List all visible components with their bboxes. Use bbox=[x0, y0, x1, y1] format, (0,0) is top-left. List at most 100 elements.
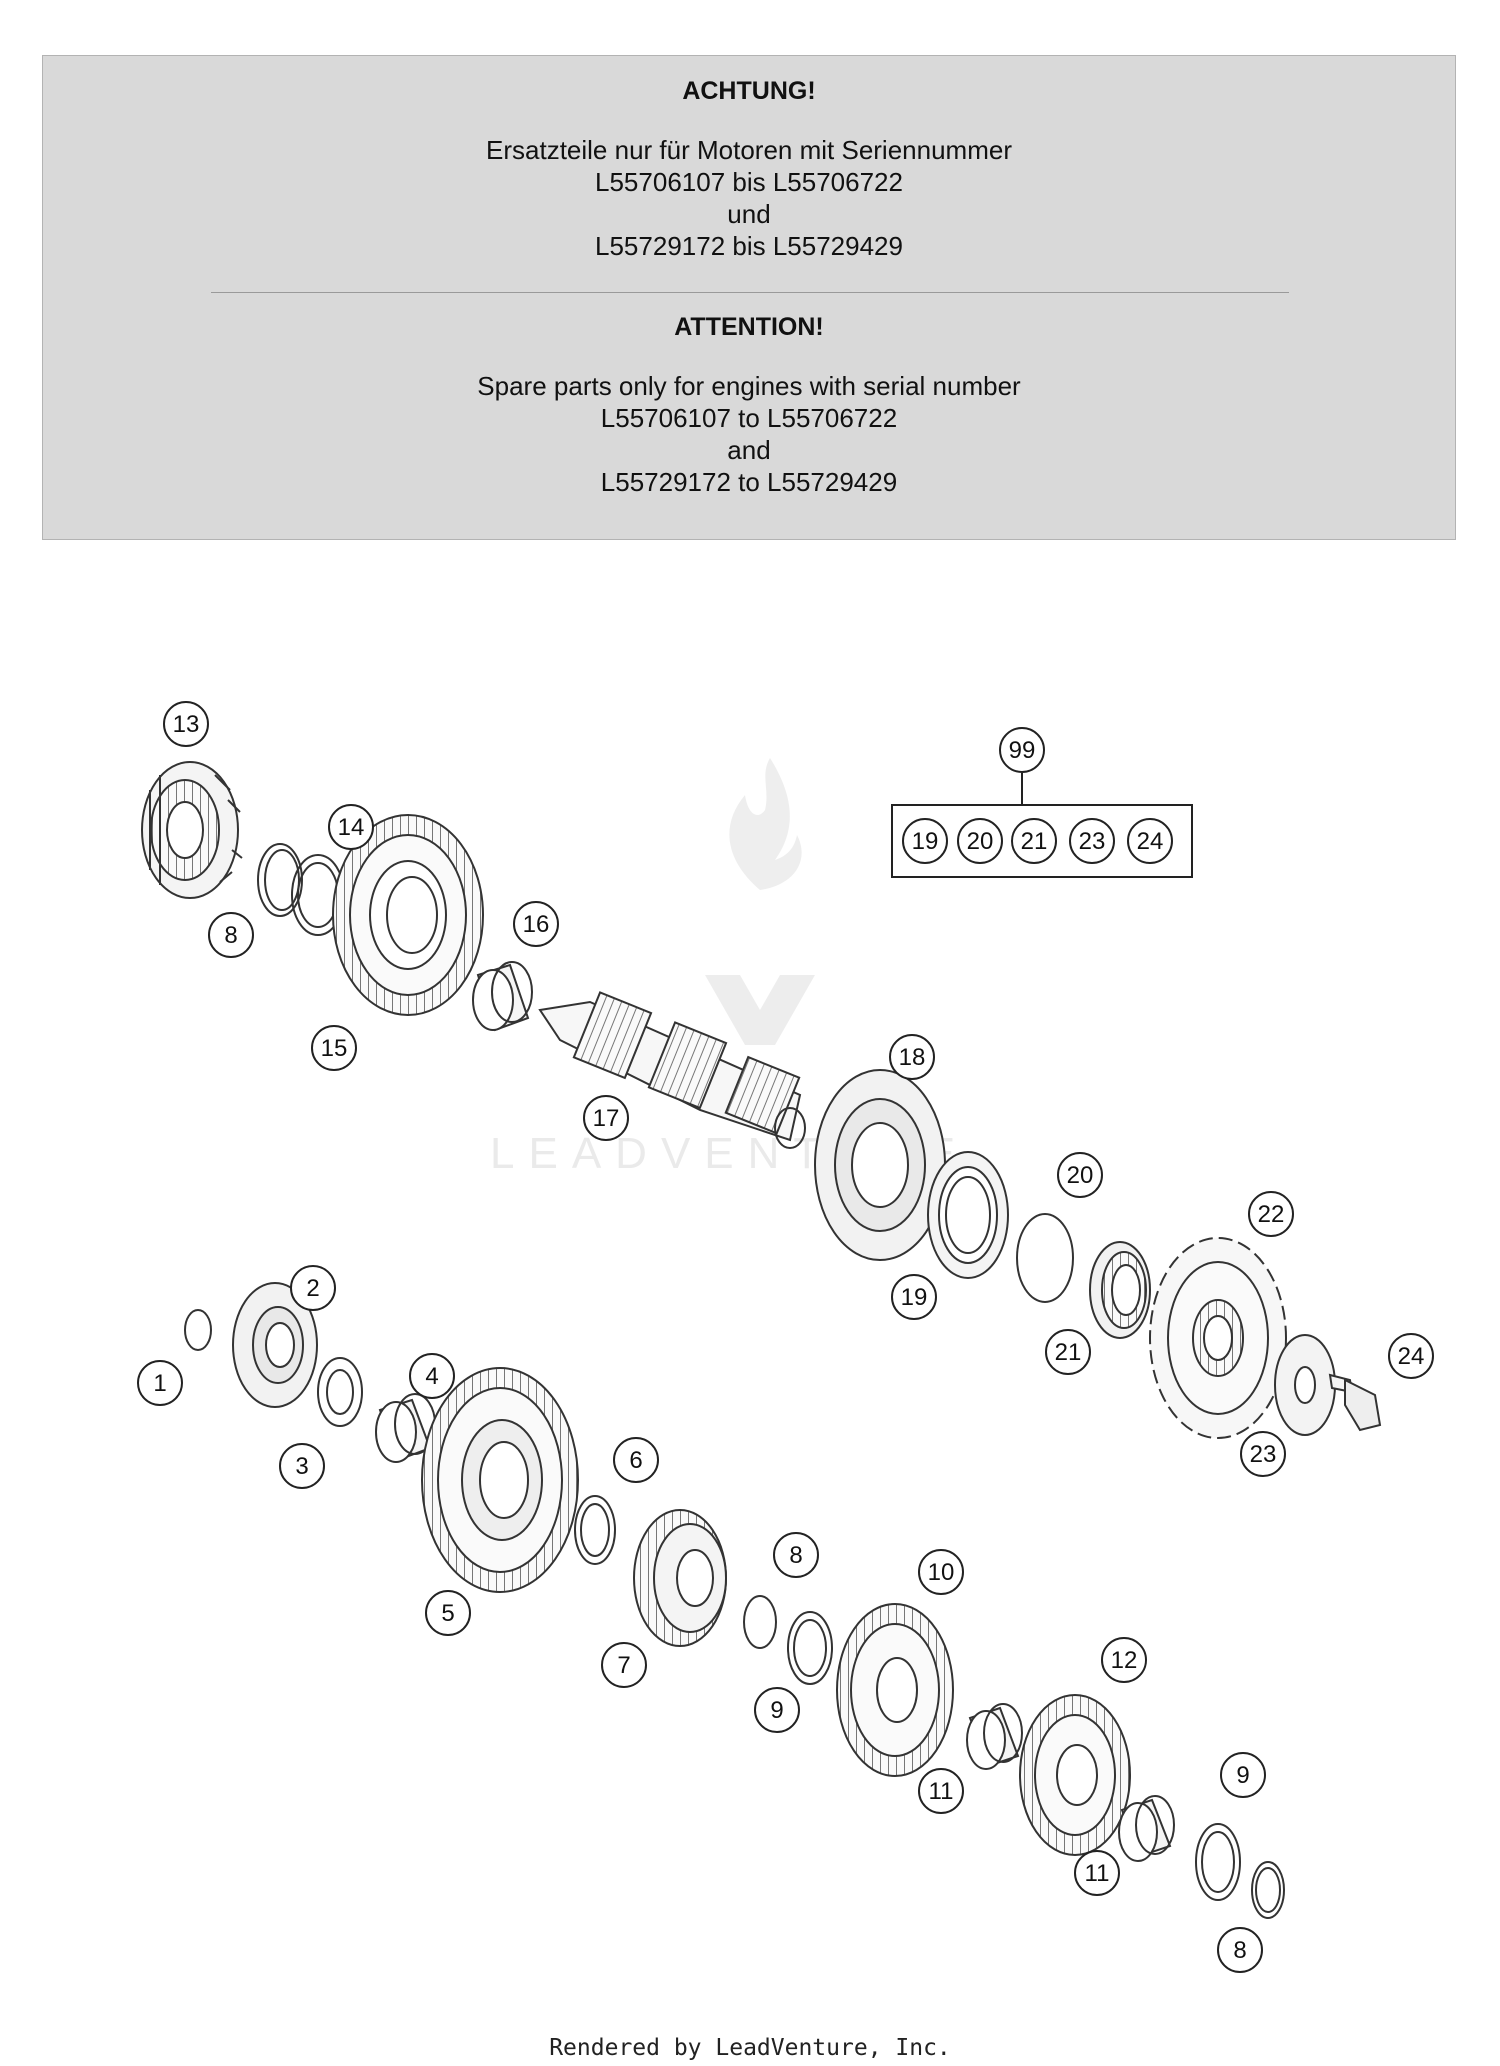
callout-6[interactable]: 6 bbox=[613, 1437, 659, 1483]
svg-text:8: 8 bbox=[1233, 1937, 1246, 1964]
svg-text:24: 24 bbox=[1398, 1343, 1425, 1370]
callout-16[interactable]: 16 bbox=[513, 901, 559, 947]
kit-item-19[interactable]: 19 bbox=[902, 818, 948, 864]
notice-line-de-2: L55706107 bis L55706722 bbox=[595, 167, 903, 197]
part-24-bolt bbox=[1328, 1373, 1382, 1432]
callout-9[interactable]: 9 bbox=[1220, 1752, 1266, 1798]
callout-22[interactable]: 22 bbox=[1248, 1191, 1294, 1237]
callout-17[interactable]: 17 bbox=[583, 1095, 629, 1141]
callout-8[interactable]: 8 bbox=[1217, 1927, 1263, 1973]
part-2-bearing bbox=[232, 1282, 318, 1408]
part-1-circlip bbox=[184, 1309, 212, 1351]
callout-18[interactable]: 18 bbox=[889, 1034, 935, 1080]
callout-1[interactable]: 1 bbox=[137, 1360, 183, 1406]
part-18-bearing bbox=[814, 1069, 946, 1261]
notice-divider bbox=[211, 292, 1289, 293]
svg-text:3: 3 bbox=[295, 1453, 308, 1480]
callout-11[interactable]: 11 bbox=[1074, 1850, 1120, 1896]
kit-item-20[interactable]: 20 bbox=[957, 818, 1003, 864]
svg-text:9: 9 bbox=[770, 1697, 783, 1724]
callout-8[interactable]: 8 bbox=[208, 912, 254, 958]
kit-item-21[interactable]: 21 bbox=[1011, 818, 1057, 864]
svg-text:23: 23 bbox=[1250, 1441, 1277, 1468]
svg-text:8: 8 bbox=[789, 1542, 802, 1569]
part-10-gear bbox=[836, 1603, 954, 1777]
callout-12[interactable]: 12 bbox=[1101, 1637, 1147, 1683]
part-17-shaft bbox=[538, 991, 806, 1149]
part-20-o-ring bbox=[1016, 1213, 1074, 1303]
svg-text:17: 17 bbox=[593, 1105, 620, 1132]
footer-credit: Rendered by LeadVenture, Inc. bbox=[549, 2035, 951, 2061]
part-3-washer bbox=[317, 1357, 363, 1427]
kit-item-24[interactable]: 24 bbox=[1127, 818, 1173, 864]
notice-title-en: ATTENTION! bbox=[674, 313, 824, 341]
svg-text:16: 16 bbox=[523, 911, 550, 938]
part-22-sprocket bbox=[1149, 1237, 1287, 1439]
callout-13[interactable]: 13 bbox=[163, 701, 209, 747]
part-9-washer bbox=[787, 1611, 833, 1685]
part-8-circlip-c bbox=[1251, 1861, 1285, 1919]
svg-text:19: 19 bbox=[901, 1284, 928, 1311]
part-11-bushing bbox=[966, 1703, 1023, 1770]
part-15-gear bbox=[332, 814, 484, 1016]
part-6-washer bbox=[574, 1495, 616, 1565]
callout-15[interactable]: 15 bbox=[311, 1025, 357, 1071]
svg-text:8: 8 bbox=[224, 922, 237, 949]
callout-7[interactable]: 7 bbox=[601, 1642, 647, 1688]
attention-notice-box: ACHTUNG! Ersatzteile nur für Motoren mit… bbox=[42, 55, 1456, 540]
callout-10[interactable]: 10 bbox=[918, 1549, 964, 1595]
notice-line-en-2: L55706107 to L55706722 bbox=[600, 403, 898, 433]
notice-line-de-1: Ersatzteile nur für Motoren mit Seriennu… bbox=[486, 135, 1012, 165]
part-11-bushing-b bbox=[1118, 1795, 1175, 1862]
callout-9[interactable]: 9 bbox=[754, 1687, 800, 1733]
part-7-gear bbox=[633, 1509, 727, 1647]
part-19-seal bbox=[927, 1151, 1009, 1279]
part-5-gear bbox=[421, 1367, 579, 1593]
svg-text:6: 6 bbox=[629, 1447, 642, 1474]
callout-99[interactable]: 99 bbox=[999, 727, 1045, 773]
notice-line-de-4: L55729172 bis L55729429 bbox=[595, 231, 903, 261]
callout-5[interactable]: 5 bbox=[425, 1590, 471, 1636]
part-12-gear bbox=[1019, 1694, 1131, 1856]
callout-21[interactable]: 21 bbox=[1045, 1329, 1091, 1375]
svg-text:12: 12 bbox=[1111, 1647, 1138, 1674]
callout-19[interactable]: 19 bbox=[891, 1274, 937, 1320]
part-8-circlip-b bbox=[743, 1595, 777, 1649]
callout-8[interactable]: 8 bbox=[773, 1532, 819, 1578]
callout-4[interactable]: 4 bbox=[409, 1353, 455, 1399]
svg-text:2: 2 bbox=[306, 1275, 319, 1302]
callout-20[interactable]: 20 bbox=[1057, 1152, 1103, 1198]
svg-text:11: 11 bbox=[1085, 1860, 1110, 1887]
part-13-gear bbox=[141, 761, 243, 899]
svg-text:18: 18 bbox=[899, 1044, 926, 1071]
svg-text:20: 20 bbox=[967, 828, 994, 855]
notice-title-de: ACHTUNG! bbox=[682, 77, 816, 105]
callout-group: 1234567888991011111213141516171819202122… bbox=[137, 701, 1434, 1973]
callout-2[interactable]: 2 bbox=[290, 1265, 336, 1311]
callout-24[interactable]: 24 bbox=[1388, 1333, 1434, 1379]
svg-text:21: 21 bbox=[1021, 828, 1048, 855]
english-notice: ATTENTION! Spare parts only for engines … bbox=[43, 312, 1455, 498]
callout-3[interactable]: 3 bbox=[279, 1443, 325, 1489]
part-4-bushing bbox=[375, 1393, 436, 1463]
svg-text:9: 9 bbox=[1236, 1762, 1249, 1789]
notice-line-en-3: and bbox=[727, 435, 771, 465]
svg-text:22: 22 bbox=[1258, 1201, 1285, 1228]
german-notice: ACHTUNG! Ersatzteile nur für Motoren mit… bbox=[43, 76, 1455, 262]
callout-23[interactable]: 23 bbox=[1240, 1431, 1286, 1477]
part-21-spacer bbox=[1089, 1241, 1151, 1339]
part-9-washer-b bbox=[1195, 1823, 1241, 1901]
kit-99-group: 99 19 20 21 23 24 bbox=[891, 727, 1193, 878]
callout-11[interactable]: 11 bbox=[918, 1768, 964, 1814]
kit-item-23[interactable]: 23 bbox=[1069, 818, 1115, 864]
callout-14[interactable]: 14 bbox=[328, 804, 374, 850]
notice-line-de-3: und bbox=[727, 199, 771, 229]
svg-text:19: 19 bbox=[912, 828, 939, 855]
svg-text:1: 1 bbox=[153, 1370, 166, 1397]
svg-text:7: 7 bbox=[617, 1652, 630, 1679]
svg-text:21: 21 bbox=[1055, 1339, 1082, 1366]
svg-text:4: 4 bbox=[425, 1363, 438, 1390]
notice-line-en-1: Spare parts only for engines with serial… bbox=[477, 371, 1021, 401]
svg-text:23: 23 bbox=[1079, 828, 1106, 855]
